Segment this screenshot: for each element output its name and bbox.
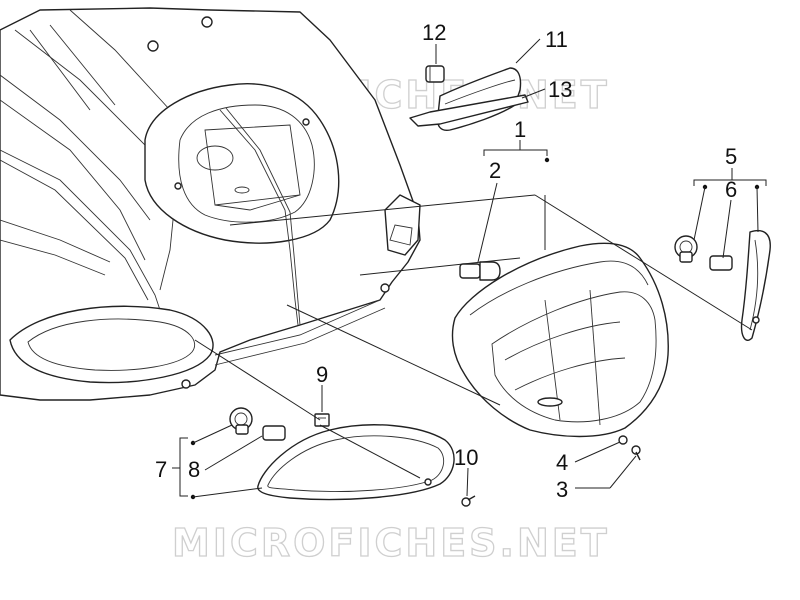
tail-light-screw [631,445,641,461]
callout-leaders [172,38,767,500]
scooter-rear-body [0,7,421,401]
callout-12: 12 [422,20,446,45]
callout-labels: 12 11 13 1 2 5 6 9 10 4 3 7 8 [155,20,737,502]
side-marker-lamp [740,229,771,341]
spring-clip [314,413,330,427]
callout-10: 10 [454,445,478,470]
callout-4: 4 [556,450,568,475]
rear-reflector-frame [257,424,455,501]
callout-1: 1 [514,117,526,142]
reflector-bulb [262,425,286,441]
license-lamp-lens [409,94,529,127]
callout-13: 13 [548,77,572,102]
screw [461,495,476,507]
callout-7: 7 [155,457,167,482]
assembly-guide-lines [194,194,753,479]
callout-6: 6 [725,177,737,202]
callout-5: 5 [725,144,737,169]
callout-2: 2 [489,158,501,183]
callout-11: 11 [545,27,568,52]
tail-bulb [459,261,501,281]
side-marker-bulb [709,255,733,271]
license-lamp-bulb [425,65,445,83]
reflector-socket [229,407,253,435]
callout-9: 9 [316,362,328,387]
watermark-bottom: MICROFICHES.NET [172,521,610,565]
side-marker-socket [674,235,698,263]
washer [618,435,628,445]
callout-3: 3 [556,477,568,502]
callout-8: 8 [188,457,200,482]
